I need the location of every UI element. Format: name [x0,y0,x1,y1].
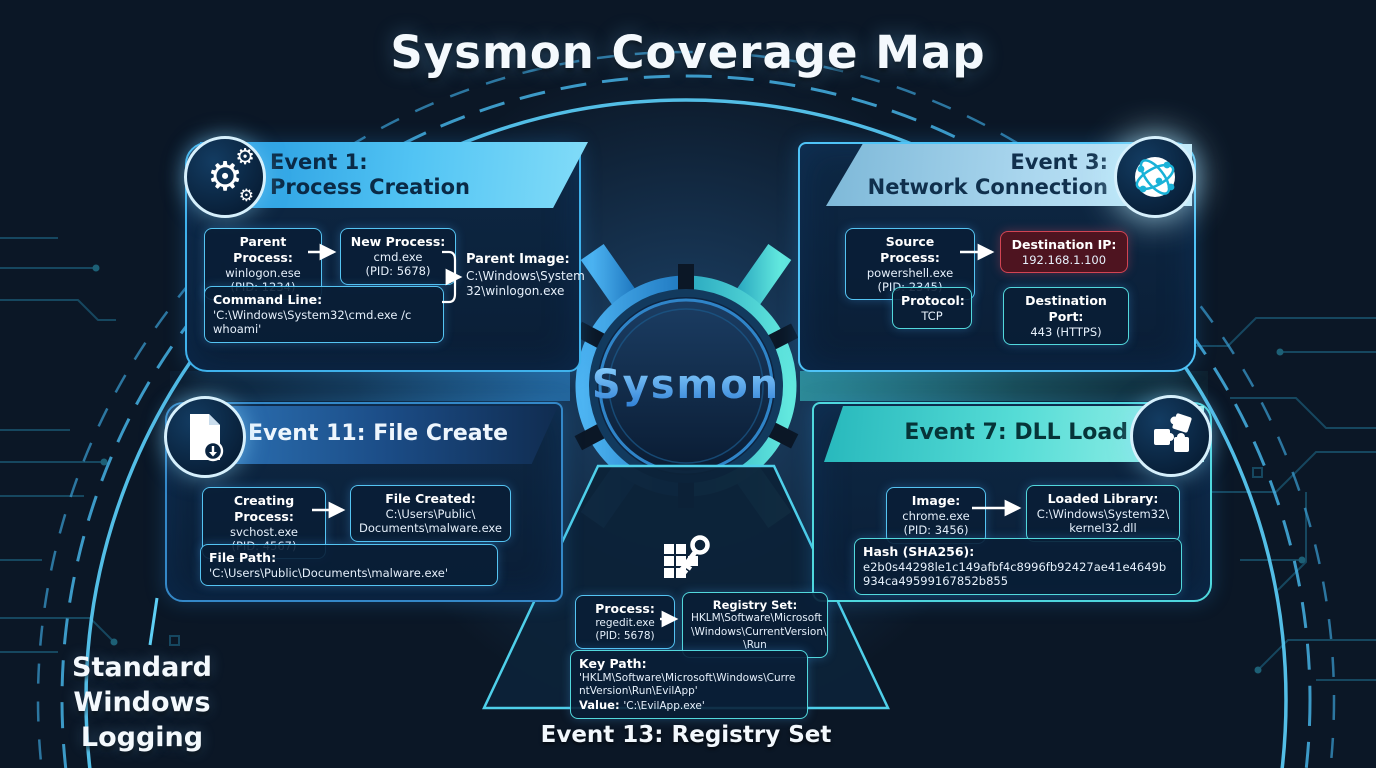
file-path-box: File Path: 'C:\Users\Public\Documents\ma… [200,544,498,587]
hash-box: Hash (SHA256): e2b0s44298le1c149afbf4c89… [854,538,1182,595]
command-line-box: Command Line: 'C:\Windows\System32\cmd.e… [204,286,444,343]
hub-label: Sysmon [592,362,780,408]
registry-key-icon [658,532,714,592]
page-title: Sysmon Coverage Map [390,26,986,79]
file-created-box: File Created: C:\Users\Public\ Documents… [350,485,511,542]
right-beam [800,371,1208,401]
gears-icon: ⚙ ⚙ ⚙ [184,136,266,218]
parent-image-label: Parent Image: C:\Windows\System 32\winlo… [466,252,585,299]
event11-title: Event 11: File Create [248,421,509,446]
hub-ring [575,275,797,497]
network-globe-icon [1114,136,1196,218]
destination-ip-box: Destination IP: 192.168.1.100 [1000,231,1128,274]
protocol-box: Protocol: TCP [892,287,972,330]
hub-ring-gaps [574,264,799,508]
left-beam [170,371,570,401]
sysmon-hub: Sysmon [589,289,783,483]
registry-set-box: Registry Set: HKLM\Software\Microsoft \W… [682,592,828,659]
event13-title: Event 13: Registry Set [540,722,832,748]
key-path-box: Key Path: 'HKLM\Software\Microsoft\Windo… [570,650,808,720]
file-create-icon [164,396,246,478]
destination-port-box: Destination Port: 443 (HTTPS) [1003,287,1129,345]
loaded-library-box: Loaded Library: C:\Windows\System32\ ker… [1026,485,1180,542]
registry-process-box: Process: regedit.exe (PID: 5678) [575,595,675,650]
event7-title: Event 7: DLL Load [904,420,1128,445]
event1-title: Event 1: Process Creation [270,150,470,199]
standard-windows-logging-label: Standard Windows Logging [72,652,212,754]
puzzle-icon [1130,395,1212,477]
image-box: Image: chrome.exe (PID: 3456) [886,487,986,544]
event3-title: Event 3: Network Connection [867,150,1108,199]
new-process-box: New Process: cmd.exe (PID: 5678) [340,228,456,285]
standard-logging-callout-line [148,597,159,646]
